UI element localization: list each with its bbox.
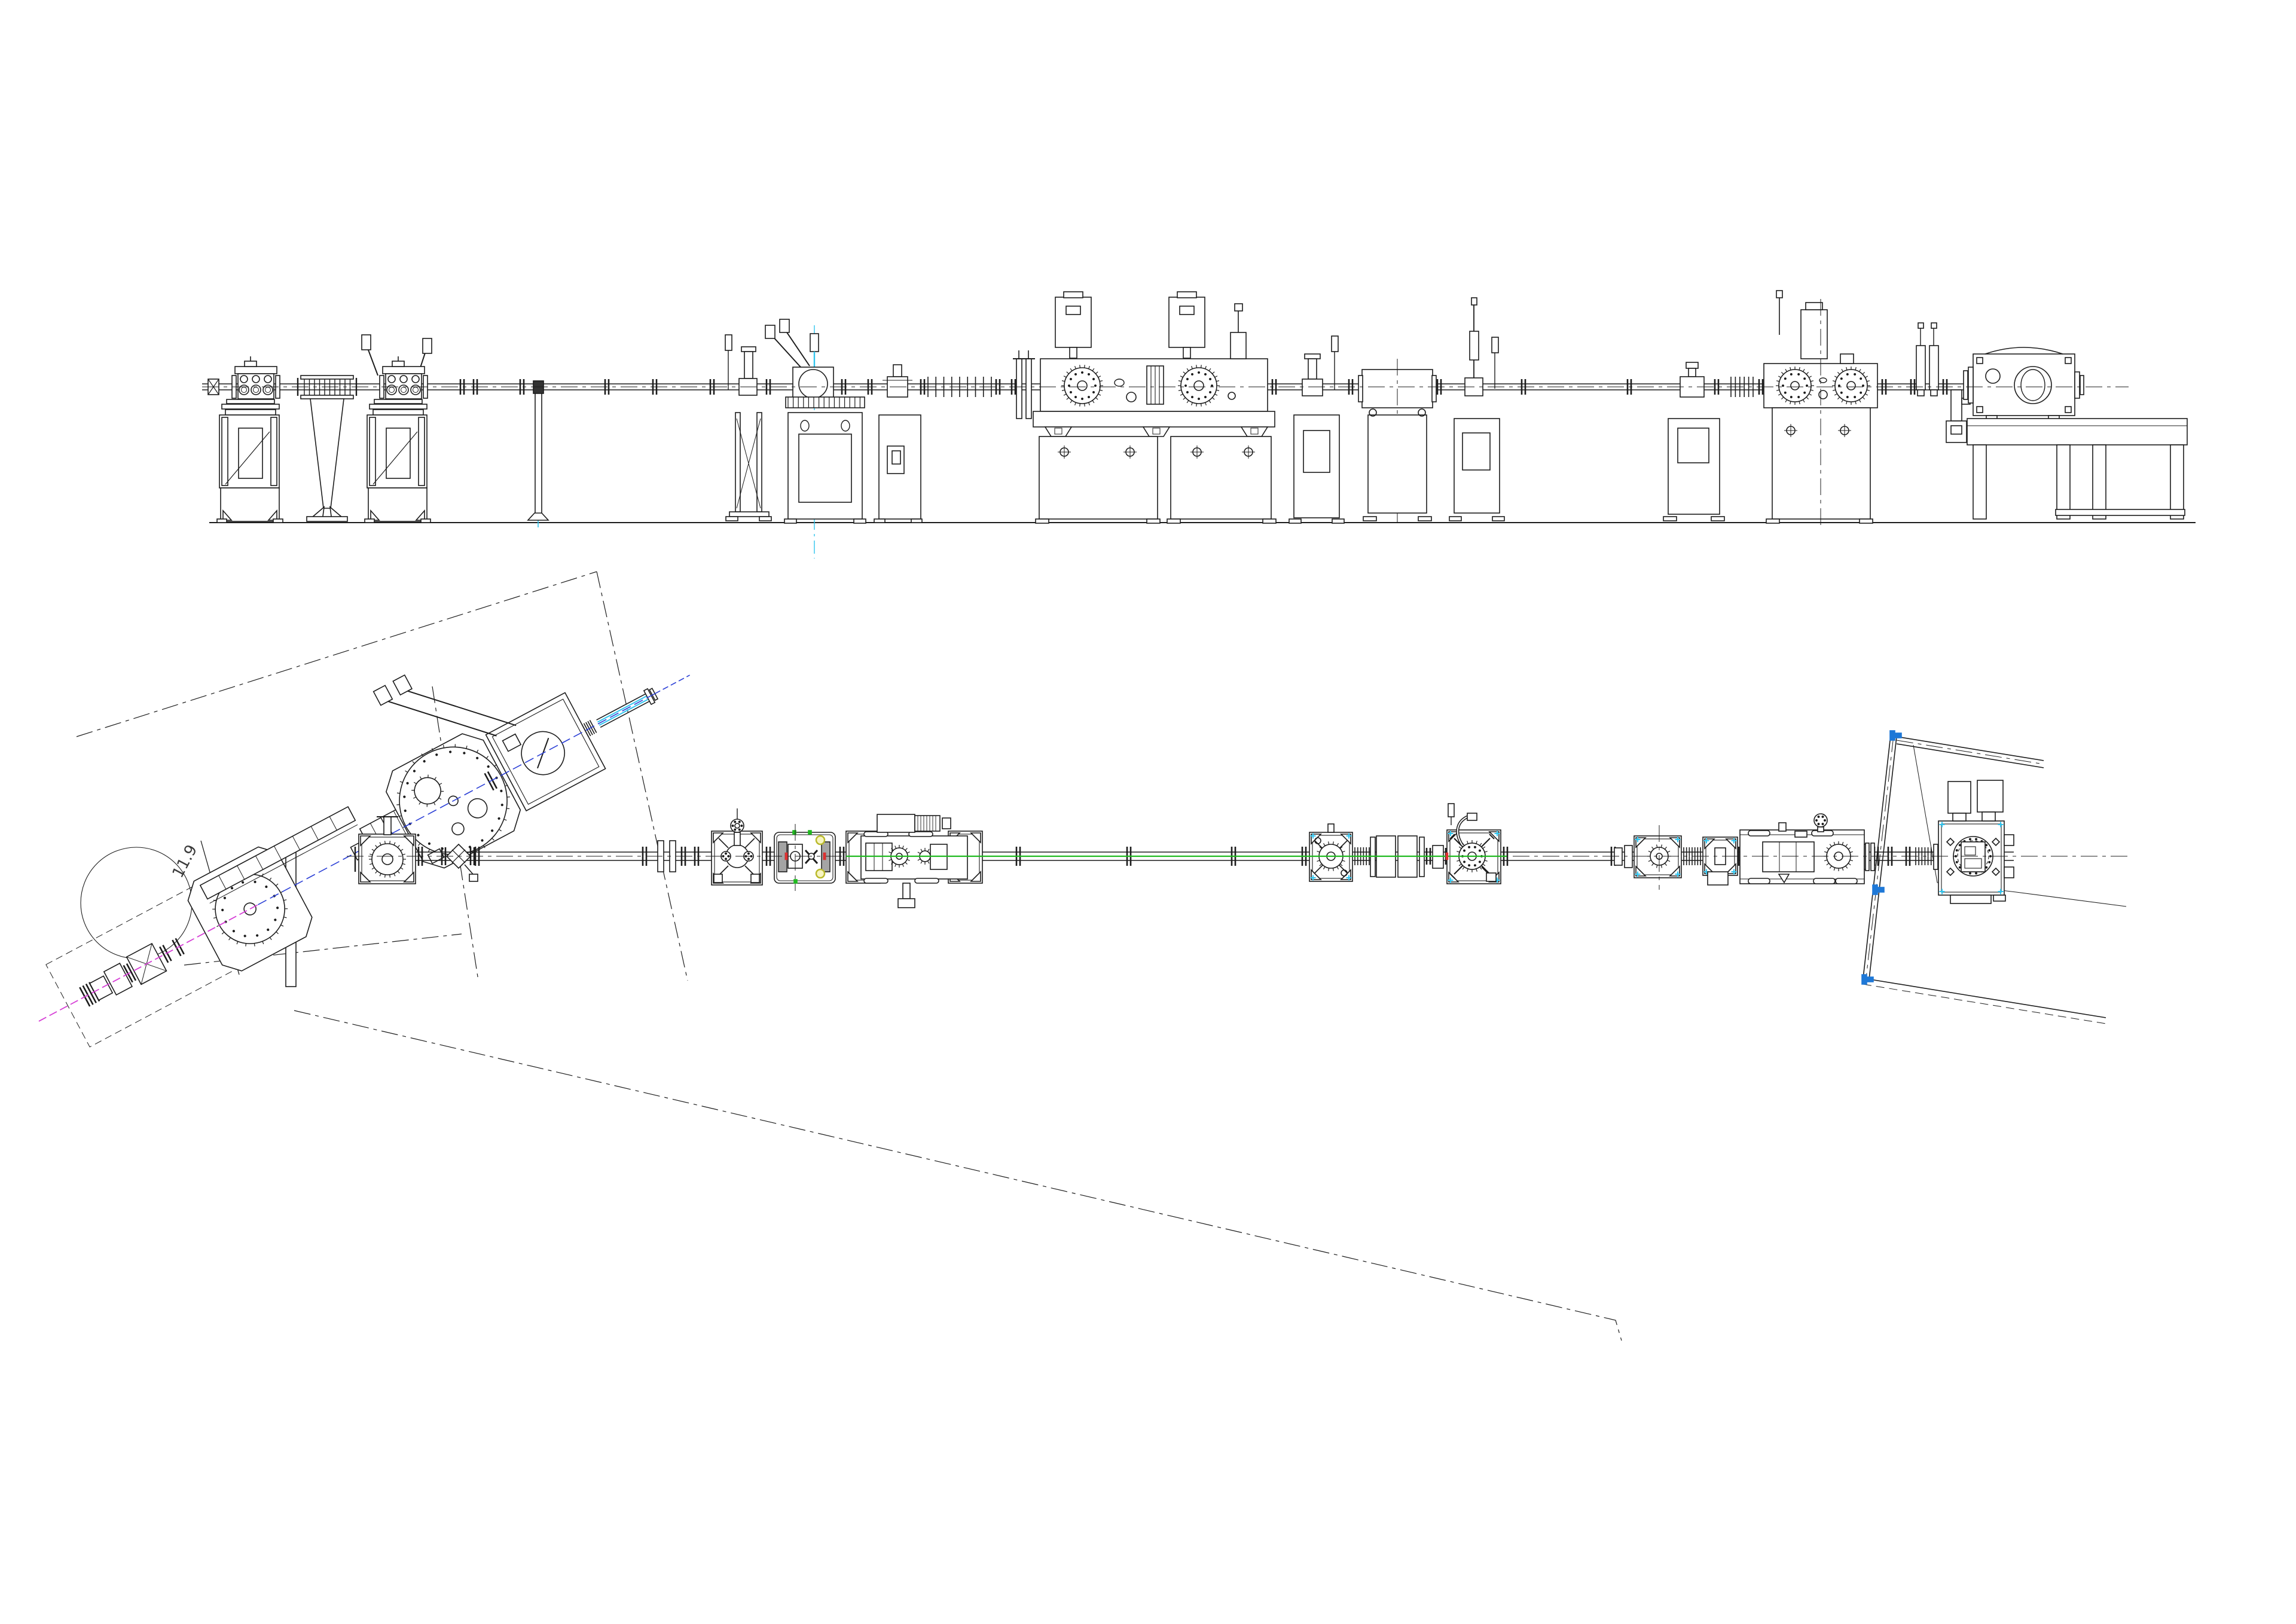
mirror-box-station bbox=[1358, 359, 1437, 523]
twin-cylinder-actuators bbox=[1916, 322, 1939, 396]
rotary-flange-chamber bbox=[1763, 290, 1878, 526]
diagnostic-cross-chamber bbox=[711, 808, 763, 886]
finned-absorber-on-post bbox=[297, 375, 358, 522]
pump-fitting bbox=[1702, 837, 1738, 886]
survey-post bbox=[527, 380, 549, 527]
experimental-end-station bbox=[1933, 780, 2014, 904]
hall-boundary-long bbox=[294, 1010, 1622, 1341]
diagnostic-chamber-2 bbox=[1309, 823, 1353, 882]
hutch-wall-right-of-frontend bbox=[596, 571, 688, 981]
vacuum-cross-stand bbox=[1289, 335, 1345, 524]
hall-boundary-upper bbox=[76, 571, 597, 737]
branch-shutter-chamber bbox=[354, 816, 416, 884]
port-chamber-station-2 bbox=[361, 334, 432, 523]
port-chamber-station-1 bbox=[216, 356, 283, 523]
generated-geometry bbox=[38, 290, 2196, 1341]
inclined-front-end bbox=[38, 674, 690, 1048]
pump-pedestal-station bbox=[1663, 362, 1725, 521]
ion-pump-station bbox=[765, 319, 866, 558]
gate-valve-stand bbox=[725, 334, 772, 521]
elevation-view bbox=[202, 290, 2196, 558]
port-cross-chamber bbox=[1446, 803, 1501, 884]
experiment-chamber bbox=[1963, 347, 2084, 420]
refocusing-mirror-tank bbox=[1739, 813, 1869, 884]
valve-chamber bbox=[1634, 825, 1682, 890]
shield-wall-mid bbox=[432, 686, 479, 981]
pump-cabinet-stand bbox=[874, 364, 923, 523]
support-table bbox=[1967, 418, 2188, 520]
wall-flange-pair bbox=[1865, 842, 1875, 871]
manipulator-station bbox=[1449, 297, 1505, 521]
plan-view bbox=[38, 571, 2129, 1341]
shield-wall-right bbox=[1861, 730, 2106, 1024]
precision-slits-unit bbox=[774, 824, 836, 891]
monochromator-plan-view bbox=[845, 814, 983, 908]
slit-aperture bbox=[1013, 350, 1035, 419]
double-crystal-monochromator bbox=[1033, 291, 1277, 524]
